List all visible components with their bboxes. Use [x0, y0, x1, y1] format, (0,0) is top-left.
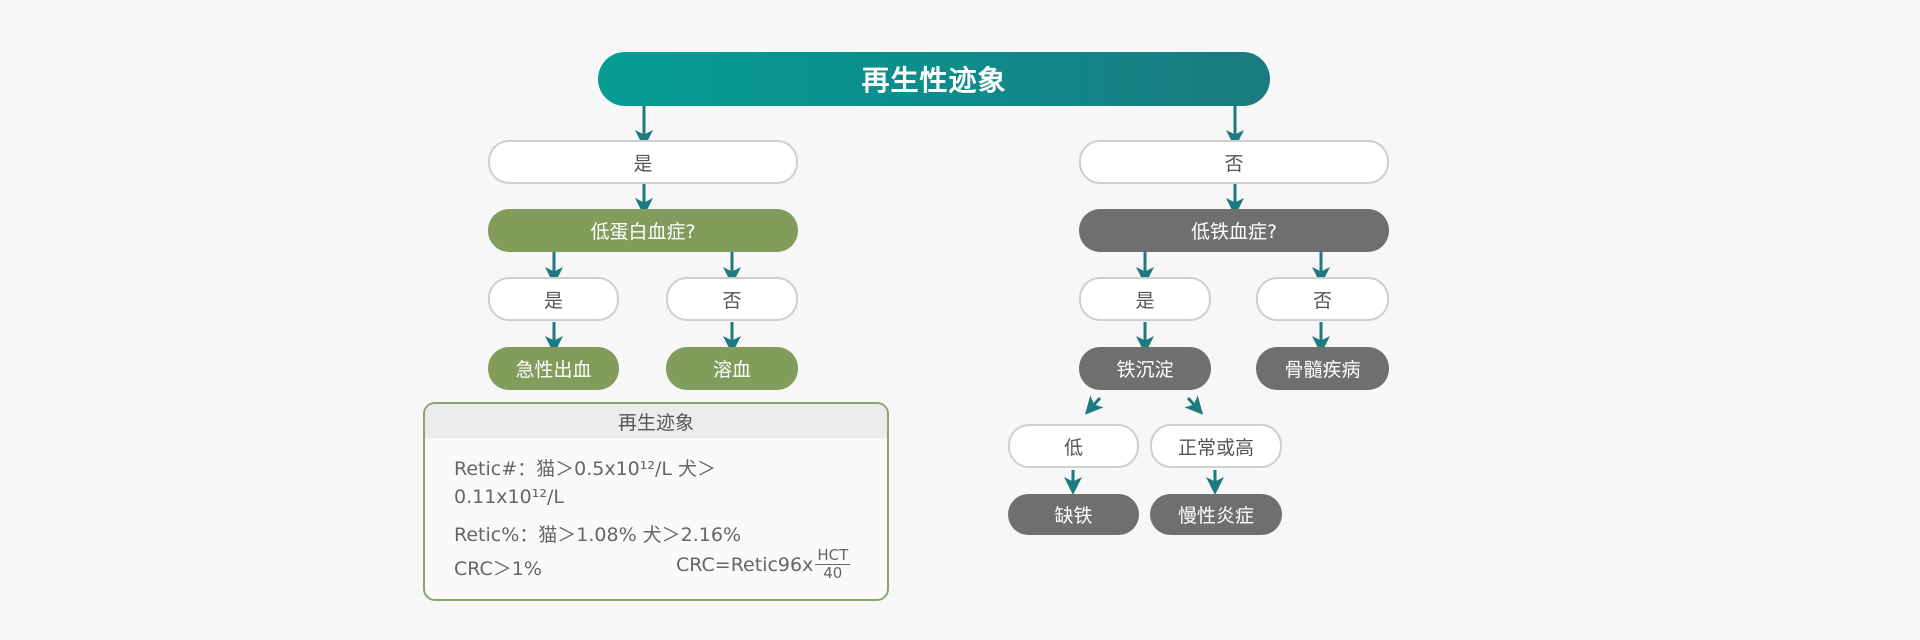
answer-no-node: 否: [1079, 140, 1389, 184]
iron-deficiency-node: 缺铁: [1008, 494, 1139, 535]
hypoiron-yes-node: 是: [1079, 277, 1211, 321]
low-node: 低: [1008, 424, 1139, 468]
fraction-numerator: HCT: [815, 546, 851, 565]
hypoferremia-question-node: 低铁血症?: [1079, 209, 1389, 252]
normal-or-high-node: 正常或高: [1150, 424, 1282, 468]
crc-formula-text: CRC=Retic96x: [676, 553, 814, 576]
arrow-iron-to-low: [1084, 395, 1104, 415]
marrow-disease-node: 骨髓疾病: [1256, 347, 1389, 390]
chronic-inflammation-node: 慢性炎症: [1150, 494, 1282, 535]
hypoiron-no-node: 否: [1256, 277, 1389, 321]
hypoprotein-yes-node: 是: [488, 277, 619, 321]
infobox-title: 再生迹象: [425, 404, 887, 438]
iron-deposit-node: 铁沉淀: [1079, 347, 1211, 390]
hct-fraction: HCT 40: [815, 546, 851, 582]
hemolysis-node: 溶血: [666, 347, 798, 390]
arrow-iron-to-normal: [1184, 395, 1204, 415]
fraction-denominator: 40: [823, 564, 843, 582]
regeneration-criteria-box: 再生迹象 Retic#：猫＞0.5x10¹²/L 犬＞ 0.11x10¹²/L …: [423, 402, 889, 601]
hypoproteinemia-question-node: 低蛋白血症?: [488, 209, 798, 252]
title-banner: 再生性迹象: [598, 52, 1270, 106]
retic-count-line: Retic#：猫＞0.5x10¹²/L 犬＞: [454, 458, 717, 480]
crc-formula: CRC=Retic96x HCT 40: [676, 546, 851, 582]
retic-percent-line: Retic%：猫＞1.08% 犬＞2.16%: [454, 524, 742, 546]
retic-count-line-cont: 0.11x10¹²/L: [454, 486, 564, 508]
crc-threshold: CRC＞1%: [454, 558, 542, 580]
acute-bleeding-node: 急性出血: [488, 347, 619, 390]
hypoprotein-no-node: 否: [666, 277, 798, 321]
answer-yes-node: 是: [488, 140, 798, 184]
